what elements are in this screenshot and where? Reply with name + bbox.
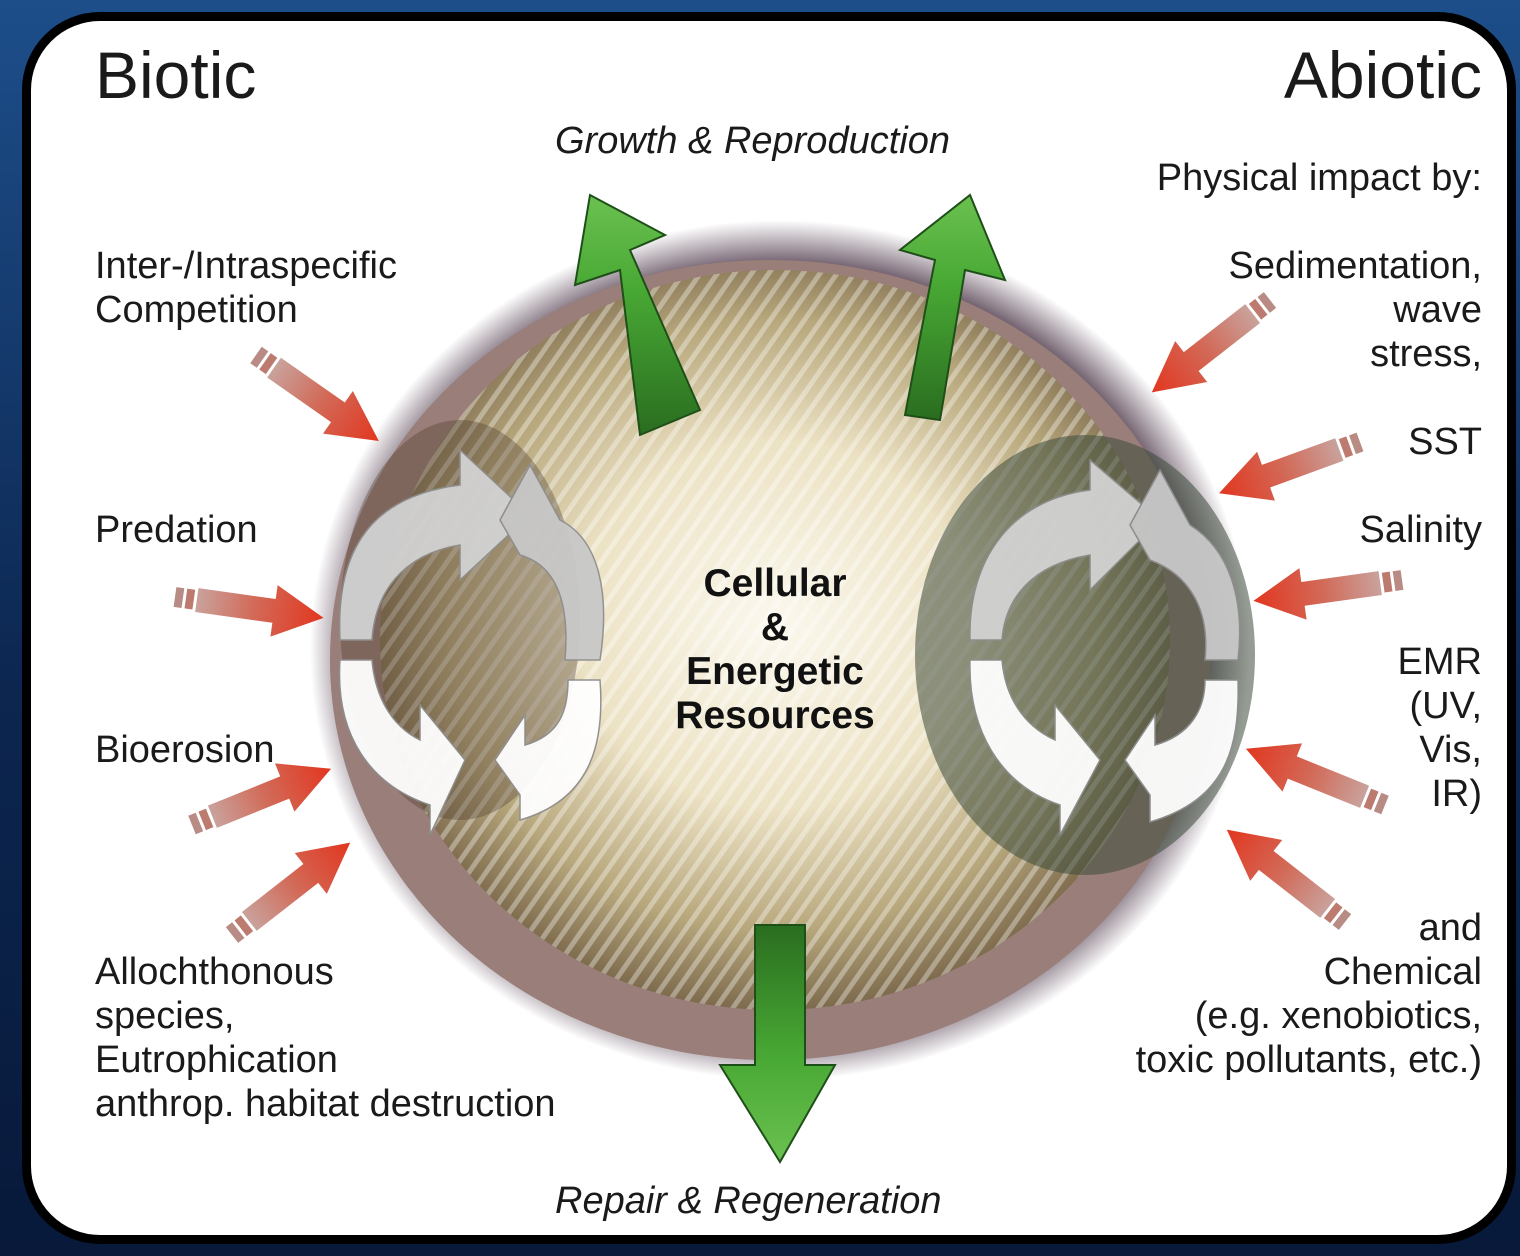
growth-reproduction-label: Growth & Reproduction xyxy=(555,122,1015,160)
center-line-resources: Resources xyxy=(640,694,910,738)
emr-label: EMR (UV, Vis, IR) xyxy=(1300,640,1482,816)
competition-label: Inter-/Intraspecific Competition xyxy=(95,244,397,332)
center-label: Cellular & Energetic Resources xyxy=(640,562,910,738)
stress-arrow-predation xyxy=(171,571,327,643)
stress-arrow-allochthonous xyxy=(216,822,366,955)
repair-regeneration-label: Repair & Regeneration xyxy=(555,1182,1015,1220)
abiotic-header: Abiotic xyxy=(1180,42,1482,108)
allochthonous-label: Allochthonous species, Eutrophication an… xyxy=(95,950,556,1126)
salinity-label: Salinity xyxy=(1280,508,1482,552)
center-line-energetic: Energetic xyxy=(640,650,910,694)
sedimentation-label: Sedimentation, wave stress, xyxy=(1150,244,1482,376)
stress-arrow-salinity xyxy=(1250,554,1406,626)
biotic-header: Biotic xyxy=(95,42,256,108)
sst-label: SST xyxy=(1300,420,1482,464)
center-line-ampersand: & xyxy=(640,606,910,650)
bioerosion-label: Bioerosion xyxy=(95,728,275,772)
physical-impact-label: Physical impact by: xyxy=(1080,156,1482,200)
center-line-cellular: Cellular xyxy=(640,562,910,606)
chemical-label: and Chemical (e.g. xenobiotics, toxic po… xyxy=(1060,906,1482,1082)
predation-label: Predation xyxy=(95,508,258,552)
